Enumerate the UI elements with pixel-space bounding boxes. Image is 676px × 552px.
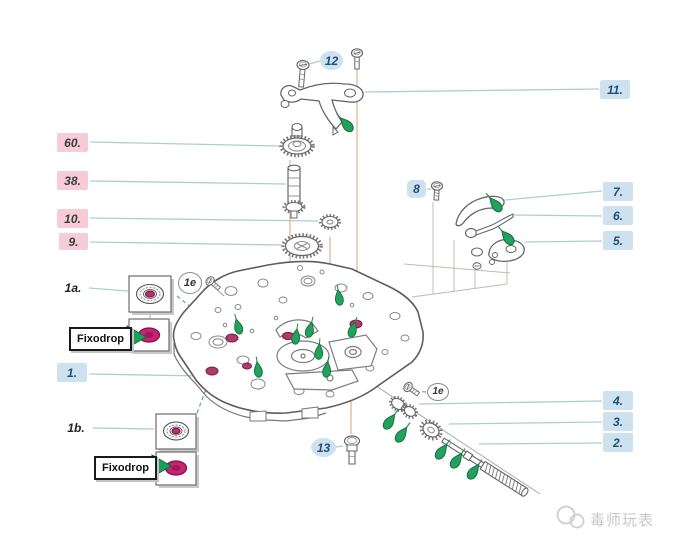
watermark: 毒师玩表: [552, 502, 676, 536]
fixodrop-label-bottom: Fixodrop: [94, 456, 157, 480]
winding-stem-2: [441, 437, 529, 497]
callout-60: 60.: [57, 133, 88, 152]
setting-lever-11: [280, 82, 364, 136]
callout-1e-right: 1e: [427, 383, 449, 401]
screw-1e-left: [203, 274, 225, 297]
callout-13: 13: [311, 438, 336, 457]
callout-7: 7.: [603, 182, 633, 201]
sliding-pinion-4: [389, 395, 418, 419]
callout-1: 1.: [57, 363, 87, 382]
arbor-38: [282, 164, 306, 219]
callout-2: 2.: [603, 433, 633, 452]
callout-8: 8: [407, 180, 426, 198]
callout-9: 9.: [59, 233, 88, 250]
winding-pinion-3: [419, 419, 443, 441]
main-plate: [172, 260, 424, 422]
callout-3: 3.: [603, 412, 633, 431]
callout-6: 6.: [603, 206, 633, 225]
spring-6: [464, 213, 514, 239]
screws-12: [296, 48, 364, 88]
wheel-9: [281, 233, 323, 259]
screw-1e-right: [401, 380, 422, 399]
callout-1b: 1b.: [67, 421, 85, 435]
lever-5: [470, 238, 525, 270]
fixodrop-target-bottom: [155, 451, 199, 488]
callout-10: 10.: [57, 209, 88, 228]
jewel-box-1a: [128, 275, 174, 315]
screw-8: [430, 180, 444, 201]
callout-4: 4.: [603, 391, 633, 410]
callout-12: 12: [320, 51, 343, 70]
fixodrop-label-top: Fixodrop: [69, 327, 132, 351]
callout-38: 38.: [57, 171, 88, 190]
callout-1a: 1a.: [64, 281, 82, 295]
callout-5: 5.: [603, 231, 633, 250]
callout-1e-left: 1e: [178, 272, 202, 294]
leader-lines: [88, 60, 603, 452]
watermark-logo: [556, 505, 585, 529]
crown-wheel-60: [279, 122, 315, 158]
screw-13: [343, 435, 361, 465]
watermark-text: 毒师玩表: [590, 511, 655, 529]
jewel-box-1b: [155, 413, 199, 452]
pinion-10: [319, 214, 341, 230]
callout-11: 11.: [600, 80, 630, 99]
